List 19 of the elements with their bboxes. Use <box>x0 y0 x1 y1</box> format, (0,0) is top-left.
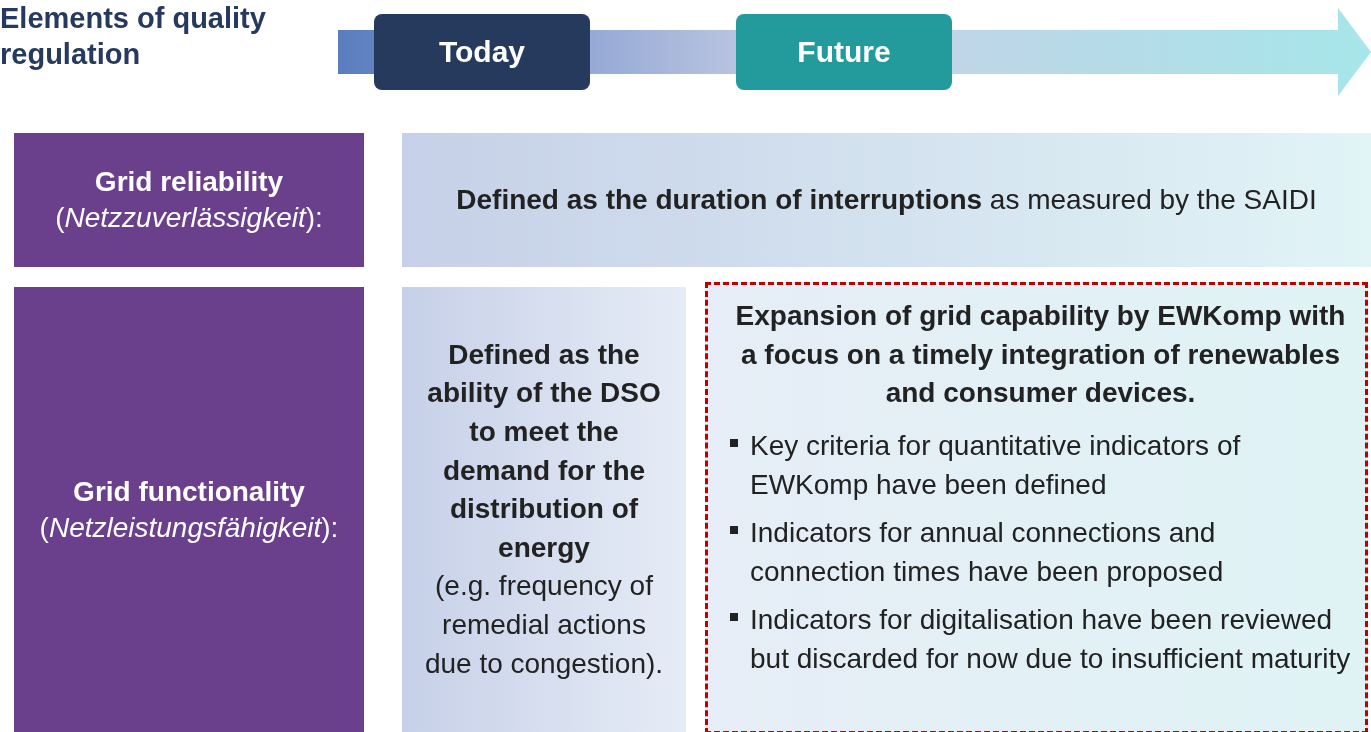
description-card <box>402 133 1371 267</box>
header-card <box>14 133 364 267</box>
bullet-item: Key criteria for quantitative indicators of EWKomp have been defined <box>728 426 1353 505</box>
dashed-panel <box>705 282 1368 732</box>
panel-heading: Expansion of grid capability by EWKomp with a focus on a timely integration of renewables and consumer devices. <box>734 299 1347 411</box>
definition-text: Defined as the ability of the DSO to meet the demand for the distribution of energy <box>426 337 662 565</box>
description-text: Defined as the duration of interruptions as measured by the SAIDI <box>456 183 1317 218</box>
header-card <box>14 287 364 732</box>
stage-label: Future <box>736 14 952 90</box>
stage-label: Today <box>374 14 590 90</box>
description-card <box>402 287 686 732</box>
bullet-item: Indicators for digitalisation have been reviewed but discarded for now due to insufficient maturity <box>728 601 1353 679</box>
row-title: Grid reliability <box>94 166 284 198</box>
bullet-item: Indicators for annual connections and connection times have been proposed <box>728 514 1353 592</box>
heading: Elements of quality regulation <box>0 1 267 73</box>
row-subtitle: (Netzzuverlässigkeit): <box>55 202 323 234</box>
row-subtitle: (Netzleistungsfähigkeit): <box>39 511 339 544</box>
row-title: Grid functionality <box>73 475 305 508</box>
example-text: (e.g. frequency of remedial actions due to congestion). <box>423 569 665 681</box>
